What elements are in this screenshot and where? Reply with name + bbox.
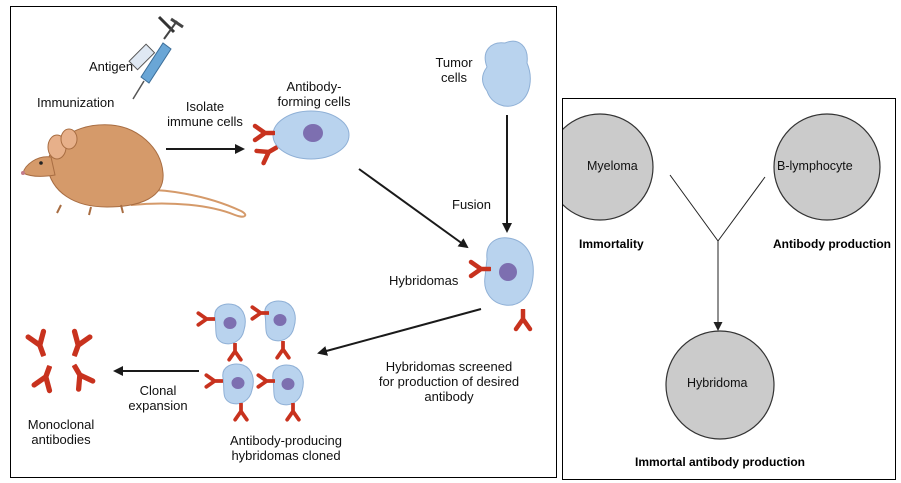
screened-label: Hybridomas screened for production of de… <box>359 359 539 404</box>
cloned-hybridomas-icon <box>196 300 304 422</box>
tumor-cells-label-line1: Tumor <box>435 55 473 70</box>
monoclonal-antibodies-label-line1: Monoclonal <box>27 417 95 432</box>
antibody-producing-label: Antibody-producing hybridomas cloned <box>211 433 361 463</box>
tumor-cell-icon <box>482 40 531 107</box>
hybridoma-circle <box>665 330 775 440</box>
b-lymphocyte-label: B-lymphocyte <box>777 159 853 173</box>
myeloma-connector-line <box>669 174 719 242</box>
hybridoma-label: Hybridoma <box>687 376 748 390</box>
concept-diagram <box>563 113 881 440</box>
monoclonal-antibodies-label-line2: antibodies <box>31 432 91 447</box>
to-fusion-arrow <box>358 168 469 249</box>
clonal-expansion-label-line2: expansion <box>128 398 188 413</box>
isolate-label-line2: immune cells <box>167 114 243 129</box>
screening-arrow <box>317 308 482 356</box>
immortal-antibody-production-label: Immortal antibody production <box>635 455 805 469</box>
hybridoma-workflow-panel: Antigen Immunization Isolate immune cell… <box>10 6 557 478</box>
myeloma-circle <box>563 113 654 221</box>
antibody-forming-cell-icon <box>255 110 350 163</box>
fusion-label: Fusion <box>452 197 492 212</box>
hybridomas-label: Hybridomas <box>389 273 459 288</box>
tumor-cells-label-line2: cells <box>440 70 467 85</box>
monoclonal-antibodies-icon <box>28 331 93 390</box>
tumor-cells-label: Tumor cells <box>429 55 479 85</box>
antibody-forming-label-line1: Antibody- <box>286 79 342 94</box>
antibody-forming-label: Antibody- forming cells <box>269 79 359 109</box>
immunization-label: Immunization <box>37 95 115 110</box>
antibody-production-label: Antibody production <box>773 237 891 251</box>
screened-label-line2: for production of desired <box>378 374 520 389</box>
screened-label-line1: Hybridomas screened <box>385 359 513 374</box>
b-lymphocyte-circle <box>773 113 881 221</box>
monoclonal-antibodies-label: Monoclonal antibodies <box>19 417 103 447</box>
immortality-label: Immortality <box>579 237 644 251</box>
mouse-icon <box>21 124 247 218</box>
isolate-label: Isolate immune cells <box>165 99 245 129</box>
syringe-icon <box>128 15 184 100</box>
myeloma-label: Myeloma <box>587 159 638 173</box>
screened-label-line3: antibody <box>424 389 474 404</box>
b-lymphocyte-connector-line <box>717 176 766 242</box>
clonal-expansion-label: Clonal expansion <box>123 383 193 413</box>
antigen-label: Antigen <box>89 59 134 74</box>
antibody-producing-label-line2: hybridomas cloned <box>231 448 341 463</box>
workflow-illustration <box>21 15 534 422</box>
antibody-forming-label-line2: forming cells <box>277 94 351 109</box>
isolate-label-line1: Isolate <box>185 99 225 114</box>
hybridoma-cell-icon <box>471 237 534 329</box>
clonal-expansion-label-line1: Clonal <box>139 383 177 398</box>
hybridoma-concept-panel: Myeloma B-lymphocyte Immortality Antibod… <box>562 98 896 480</box>
antibody-producing-label-line1: Antibody-producing <box>229 433 343 448</box>
